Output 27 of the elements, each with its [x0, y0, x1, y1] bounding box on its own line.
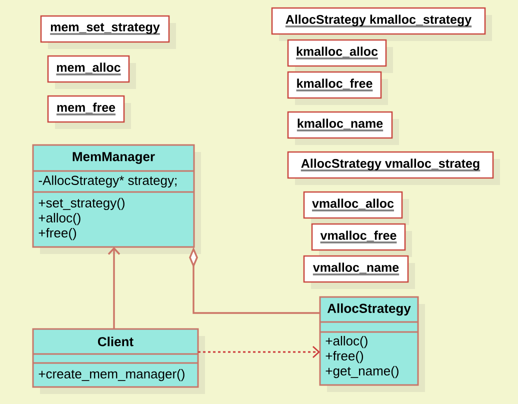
dashed-arrow — [198, 346, 320, 358]
label-box: mem_alloc — [47, 55, 136, 89]
label-box: AllocStrategy vmalloc_strateg — [287, 151, 500, 185]
method-text: +create_mem_manager() — [38, 368, 184, 382]
attribute-text: -AllocStrategy* strategy; — [38, 175, 176, 188]
method-text: +free() — [326, 350, 364, 364]
label-box: mem_set_strategy — [40, 15, 176, 49]
class-name: MemManager — [72, 152, 155, 164]
class-box — [319, 296, 425, 392]
method-text: +set_strategy() — [38, 198, 124, 210]
label-box: vmalloc_name — [303, 255, 415, 289]
class-name: AllocStrategy — [327, 303, 411, 316]
label-box: mem_free — [47, 95, 131, 129]
label-box: AllocStrategy kmalloc_strategy — [271, 7, 492, 41]
class-box — [32, 328, 205, 394]
method-text: +free() — [38, 228, 76, 240]
label-box: vmalloc_alloc — [303, 191, 409, 225]
label-box: vmalloc_free — [311, 223, 412, 257]
label-box: kmalloc_name — [287, 111, 399, 145]
method-text: +get_name() — [326, 366, 398, 378]
label-box: kmalloc_free — [287, 71, 388, 105]
class-box — [32, 144, 201, 254]
label-box: kmalloc_alloc — [287, 39, 393, 73]
class-name: Client — [98, 336, 134, 346]
method-text: +alloc() — [326, 336, 368, 348]
arrow — [108, 247, 120, 329]
method-text: +alloc() — [38, 212, 80, 226]
